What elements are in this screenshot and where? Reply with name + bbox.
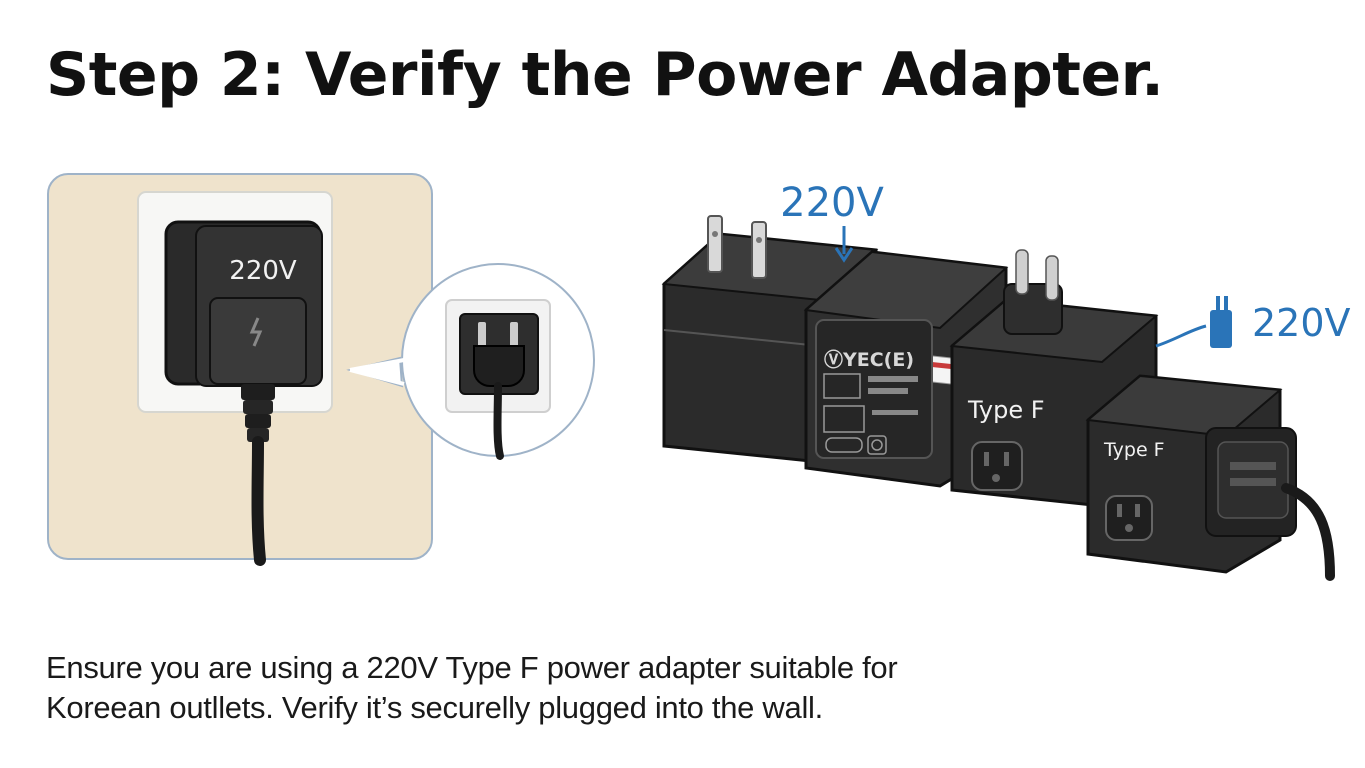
type-label-large: Type F [967,396,1045,424]
adapter-top-label: 220V [780,180,884,226]
type-label-small: Type F [1103,439,1165,461]
instruction-line-1: Ensure you are using a 220V Type F power… [46,650,898,685]
instruction-line-2: Koreean outllets. Verify it’s securelly … [46,690,823,725]
zoom-callout [346,263,595,460]
cable-plug-icon [1210,296,1232,348]
front-brand-label: ⓋYEC(E) [824,348,914,371]
instruction-text: Ensure you are using a 220V Type F power… [46,648,1046,728]
adapter-cable-label: 220V [1252,301,1351,345]
wall-adapter-label: 220V [229,256,297,286]
plugged-adapter-icon [164,220,323,566]
page-title: Step 2: Verify the Power Adapter. [46,40,1164,110]
illustration: 220V 220V [47,173,1351,581]
small-type-f-adapter-icon [1085,374,1335,581]
wall-scene: 220V [47,173,433,566]
